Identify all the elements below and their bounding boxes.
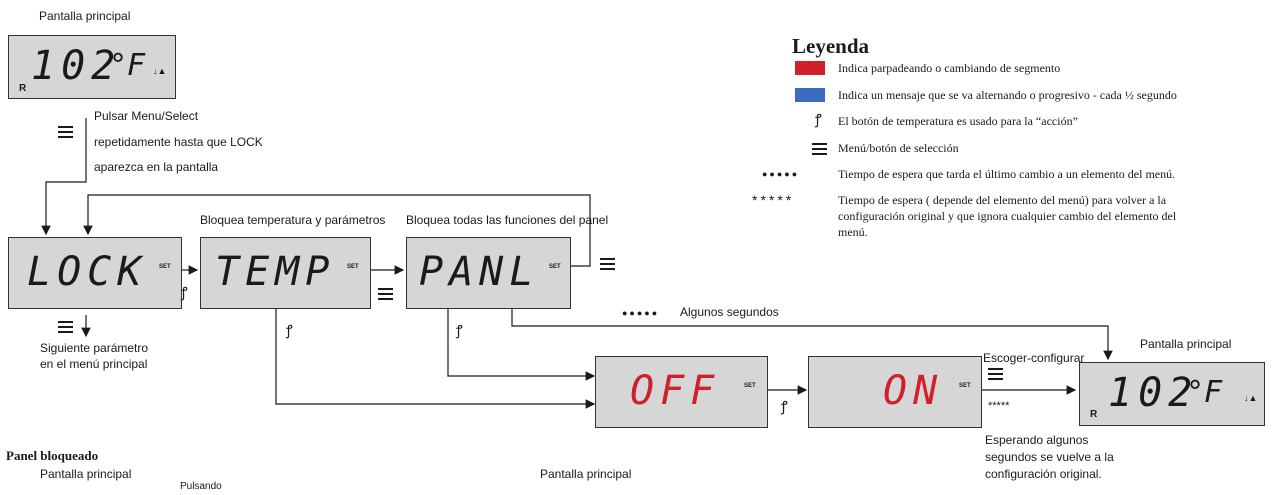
lcd-on-text: ON [883, 368, 944, 414]
bottom-main-mid-label: Pantalla principal [540, 467, 632, 481]
arrow-temp-off [275, 309, 596, 409]
thermometer-icon: ↓▲ [153, 66, 167, 76]
bottom-pulsando-label: Pulsando [180, 481, 222, 492]
few-seconds-label: Algunos segundos [680, 305, 779, 319]
arrow-panl-loop [83, 194, 591, 267]
lcd-right-digits: 102 [1108, 370, 1199, 416]
legend-title: Leyenda [792, 34, 870, 58]
menu-select-icon [58, 321, 73, 333]
lcd-temp-display: TEMP SET [200, 237, 371, 309]
choose-configure-label: Escoger-configurar [983, 351, 1085, 365]
lcd-top-digits: 102 [31, 43, 122, 89]
lcd-temp-text: TEMP [215, 249, 336, 295]
legend-item-6: Tiempo de espera ( depende del elemento … [838, 193, 1167, 207]
legend-blue-swatch [795, 88, 825, 102]
instruction-line-1: Pulsar Menu/Select [94, 109, 199, 123]
lcd-right-r: R [1090, 409, 1098, 420]
legend-item-5: Tiempo de espera que tarda el último cam… [838, 167, 1176, 181]
instruction-line-2: repetidamente hasta que LOCK [94, 135, 263, 149]
bottom-main-left-label: Pantalla principal [40, 467, 132, 481]
temperature-button-icon: ꝭ [181, 285, 188, 301]
thermometer-icon: ↓▲ [1244, 393, 1258, 403]
lcd-on-display: ON SET [808, 356, 982, 428]
panel-locked-heading: Panel bloqueado [6, 448, 99, 463]
legend-item-3: El botón de temperatura es usado para la… [838, 114, 1078, 128]
stars-icon: ***** [752, 192, 795, 208]
temperature-button-icon: ꝭ [286, 323, 293, 339]
lcd-panl-display: PANL SET [406, 237, 571, 309]
lcd-top-r: R [19, 83, 27, 94]
lcd-lock-display: LOCK SET [8, 237, 182, 309]
lcd-off-display: OFF SET [595, 356, 768, 428]
stars-icon: ***** [988, 400, 1010, 412]
menu-select-icon [988, 368, 1003, 380]
lcd-off-text: OFF [630, 368, 721, 414]
legend-item-1: Indica parpadeando o cambiando de segmen… [838, 61, 1061, 75]
menu-select-icon [600, 258, 615, 270]
temp-caption: Bloquea temperatura y parámetros [200, 213, 386, 227]
lcd-lock-text: LOCK [27, 249, 148, 295]
waiting-line-1: Esperando algunos [985, 433, 1089, 447]
next-param-line-2: en el menú principal [40, 357, 148, 371]
lcd-right-display: 102 °F R ↓▲ [1079, 362, 1265, 426]
panl-caption: Bloquea todas las funciones del panel [406, 213, 609, 227]
arrow-timeout-main [511, 309, 1113, 361]
legend-item-4: Menú/botón de selección [838, 141, 959, 155]
legend-red-swatch [795, 61, 825, 75]
waiting-line-3: configuración original. [985, 467, 1102, 481]
menu-select-icon [378, 288, 393, 300]
arrow-panl-off [447, 309, 596, 381]
legend-item-6-cont-1: configuración original y que ignora cual… [838, 209, 1177, 223]
main-screen-label: Pantalla principal [39, 9, 131, 23]
arrow-top-to-lock [41, 118, 87, 236]
next-param-line-1: Siguiente parámetro [40, 341, 149, 355]
temperature-button-icon: ꝭ [781, 399, 788, 415]
menu-select-icon [58, 126, 73, 138]
lcd-panl-text: PANL [419, 249, 540, 295]
timeout-dots-icon: ●●●●● [622, 308, 660, 318]
lcd-temp-set: SET [347, 264, 359, 270]
lcd-right-unit: °F [1186, 375, 1223, 410]
waiting-line-2: segundos se vuelve a la [985, 450, 1114, 464]
temperature-button-icon: ꝭ [815, 112, 822, 128]
lcd-panl-set: SET [549, 264, 561, 270]
timeout-dots-icon: ●●●●● [762, 169, 800, 179]
lcd-top-display: 102 °F R ↓▲ [8, 35, 176, 99]
menu-select-icon [812, 143, 827, 155]
lcd-on-set: SET [959, 383, 971, 389]
temperature-button-icon: ꝭ [456, 323, 463, 339]
lcd-top-unit: °F [109, 48, 146, 83]
main-screen-right-label: Pantalla principal [1140, 337, 1232, 351]
lcd-off-set: SET [744, 383, 756, 389]
legend-item-6-cont-2: menú. [838, 225, 868, 239]
instruction-line-3: aparezca en la pantalla [94, 160, 219, 174]
lcd-lock-set: SET [159, 264, 171, 270]
legend-item-2: Indica un mensaje que se va alternando o… [838, 88, 1177, 102]
